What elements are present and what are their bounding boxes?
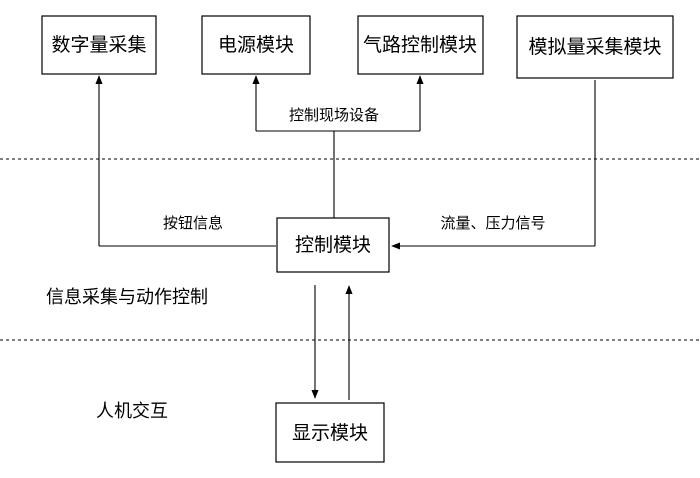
control-module-node: 控制模块	[276, 217, 390, 273]
display-module-node: 显示模块	[275, 402, 385, 463]
gas-path-control-node: 气路控制模块	[357, 15, 484, 75]
zone-label-hmi: 人机交互	[96, 401, 168, 422]
gas-path-control-label: 气路控制模块	[363, 34, 477, 56]
zone-label-info-action: 信息采集与动作控制	[46, 287, 208, 308]
power-module-node: 电源模块	[201, 15, 311, 75]
control-module-label: 控制模块	[295, 234, 371, 256]
flow-pressure-connector	[391, 80, 596, 250]
display-module-label: 显示模块	[292, 422, 368, 444]
flow-pressure-label: 流量、压力信号	[440, 214, 545, 232]
digital-acquisition-node: 数字量采集	[41, 15, 157, 75]
analog-acquisition-node: 模拟量采集模块	[516, 15, 674, 79]
button-info-connector	[95, 75, 276, 247]
control-field-devices-connector	[252, 75, 424, 218]
analog-acquisition-label: 模拟量采集模块	[528, 36, 661, 58]
power-module-label: 电源模块	[218, 34, 294, 56]
digital-acquisition-label: 数字量采集	[51, 34, 146, 56]
button-info-label: 按钮信息	[163, 214, 223, 232]
control-field-devices-label: 控制现场设备	[289, 106, 379, 124]
